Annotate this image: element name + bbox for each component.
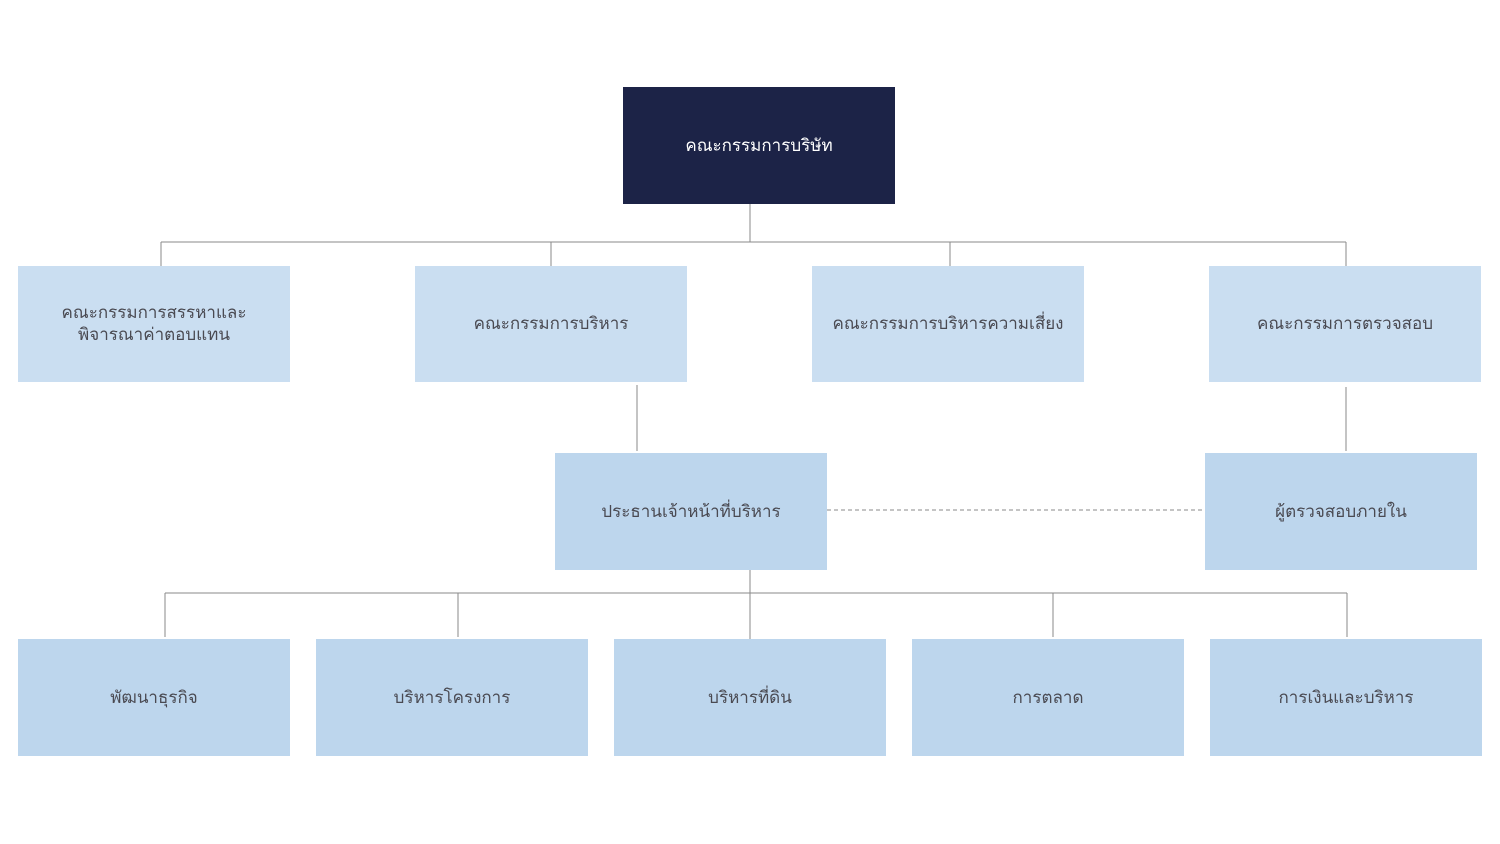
- internal-audit-label: ผู้ตรวจสอบภายใน: [1275, 501, 1407, 522]
- business-development-label: พัฒนาธุรกิจ: [110, 687, 198, 708]
- marketing-label: การตลาด: [1012, 687, 1084, 708]
- risk-committee-label: คณะกรรมการบริหารความเสี่ยง: [832, 314, 1064, 334]
- risk-committee-box: คณะกรรมการบริหารความเสี่ยง: [812, 266, 1084, 382]
- business-development-box: พัฒนาธุรกิจ: [18, 639, 290, 756]
- board-of-directors-box: คณะกรรมการบริษัท: [623, 87, 895, 204]
- land-management-label: บริหารที่ดิน: [708, 687, 792, 708]
- board-of-directors-label: คณะกรรมการบริษัท: [685, 135, 833, 156]
- executive-committee-box: คณะกรรมการบริหาร: [415, 266, 687, 382]
- executive-committee-label: คณะกรรมการบริหาร: [473, 314, 629, 334]
- ceo-box: ประธานเจ้าหน้าที่บริหาร: [555, 453, 827, 570]
- audit-committee-label: คณะกรรมการตรวจสอบ: [1256, 314, 1434, 334]
- finance-administration-label: การเงินและบริหาร: [1278, 687, 1414, 708]
- marketing-box: การตลาด: [912, 639, 1184, 756]
- audit-committee-box: คณะกรรมการตรวจสอบ: [1209, 266, 1481, 382]
- nomination-committee-label: คณะกรรมการสรรหาและ พิจารณาค่าตอบแทน: [61, 303, 247, 345]
- project-management-box: บริหารโครงการ: [316, 639, 588, 756]
- internal-audit-box: ผู้ตรวจสอบภายใน: [1205, 453, 1477, 570]
- land-management-box: บริหารที่ดิน: [614, 639, 886, 756]
- project-management-label: บริหารโครงการ: [393, 687, 511, 708]
- finance-administration-box: การเงินและบริหาร: [1210, 639, 1482, 756]
- ceo-label: ประธานเจ้าหน้าที่บริหาร: [601, 501, 781, 522]
- nomination-committee-box: คณะกรรมการสรรหาและ พิจารณาค่าตอบแทน: [18, 266, 290, 382]
